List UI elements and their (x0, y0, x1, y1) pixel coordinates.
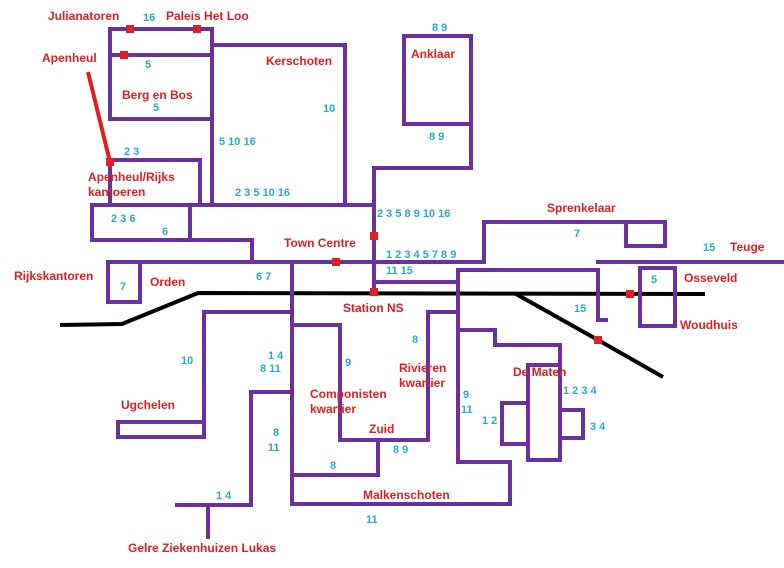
lines-1-4: 1 4 (268, 350, 284, 362)
lines-10-ugchelen: 10 (181, 355, 193, 367)
lines-2-3-6: 2 3 6 (111, 213, 135, 225)
lines-9-mid: 9 (463, 389, 469, 401)
stop-julianatoren[interactable] (126, 25, 134, 33)
route-de-maten-stem (456, 328, 562, 367)
railway-main (59, 290, 706, 327)
label-woudhuis: Woudhuis (680, 318, 738, 332)
lines-15-woudhuis: 15 (574, 303, 586, 315)
label-de-maten: De Maten (513, 365, 566, 379)
lines-5-a: 5 (145, 59, 151, 71)
lines-9-componisten: 9 (345, 357, 351, 369)
label-kerschoten: Kerschoten (266, 54, 332, 68)
lines-15-teuge: 15 (703, 242, 715, 254)
lines-89-top: 8 9 (432, 22, 447, 34)
apenheul-pointer (86, 71, 112, 163)
label-julianatoren: Julianatoren (48, 9, 119, 23)
route-ugchelen (116, 310, 294, 439)
label-apenheul-rijks-1: Apenheul/Rijks (88, 170, 175, 184)
lines-2-3-5-8-9-10-16: 2 3 5 8 9 10 16 (377, 208, 450, 220)
label-apenheul-rijks-2: kantoeren (88, 185, 145, 199)
lines-2-3: 2 3 (124, 146, 139, 158)
lines-1-2-3-4: 1 2 3 4 (563, 385, 598, 397)
stops (106, 25, 634, 344)
lines-8-11: 8 11 (260, 363, 281, 375)
label-rivieren-2: kwartier (399, 376, 445, 390)
stop-woudhuis[interactable] (594, 336, 602, 344)
stop-town-centre[interactable] (332, 258, 340, 266)
label-sprenkelaar: Sprenkelaar (547, 201, 616, 215)
route-de-maten-right (558, 408, 585, 440)
lines-8-rivieren: 8 (412, 334, 418, 346)
label-orden: Orden (150, 275, 185, 289)
lines-11-15: 11 15 (386, 265, 413, 277)
lines-89-anklaar: 8 9 (429, 131, 444, 143)
stop-osseveld[interactable] (626, 290, 634, 298)
label-anklaar: Anklaar (411, 47, 455, 61)
label-osseveld: Osseveld (684, 271, 737, 285)
route-236-loop (90, 203, 254, 264)
stop-apenheul[interactable] (120, 51, 128, 59)
label-malkenschoten: Malkenschoten (363, 488, 450, 502)
route-de-maten-left (500, 401, 530, 446)
route-kerschoten (210, 43, 347, 207)
label-paleis-het-loo: Paleis Het Loo (166, 9, 249, 23)
label-rivieren-1: Rivieren (399, 361, 446, 375)
label-berg-en-bos: Berg en Bos (122, 88, 193, 102)
route-rivieren-left (290, 310, 460, 442)
label-station-ns: Station NS (343, 301, 404, 315)
lines-3-4: 3 4 (590, 421, 606, 433)
lines-11-mid: 11 (461, 404, 473, 416)
route-sprenkelaar (372, 220, 667, 264)
route-osseveld-box (638, 266, 677, 328)
lines-1-4-bottom: 1 4 (216, 490, 232, 502)
label-apenheul: Apenheul (42, 51, 97, 65)
lines-5-osseveld: 5 (651, 274, 657, 286)
lines-8-left: 8 (273, 427, 279, 439)
stop-main-junction[interactable] (370, 232, 378, 240)
lines-1-2: 1 2 (482, 415, 497, 427)
route-rivieren (290, 260, 512, 506)
lines-11-bottom: 11 (366, 514, 378, 526)
lines-1-2-3-4-5-7-8-9: 1 2 3 4 5 7 8 9 (386, 249, 456, 261)
route-top-left-box (108, 27, 214, 121)
lines-11-left: 11 (268, 442, 280, 454)
lines-6-7: 6 7 (256, 271, 271, 283)
label-gelre: Gelre Ziekenhuizen Lukas (128, 541, 276, 555)
label-zuid: Zuid (369, 422, 394, 436)
label-ugchelen: Ugchelen (121, 398, 175, 412)
stop-station-ns[interactable] (370, 288, 378, 296)
route-zuid (290, 438, 380, 477)
label-teuge: Teuge (730, 240, 765, 254)
bus-routes (90, 27, 784, 539)
lines-16-top: 16 (143, 12, 155, 24)
label-rijkskantoren: Rijkskantoren (14, 269, 93, 283)
label-componisten-2: kwartier (310, 402, 356, 416)
lines-7-sprenkelaar: 7 (574, 228, 580, 240)
lines-5-b: 5 (153, 102, 159, 114)
stop-paleis-het-loo[interactable] (193, 25, 201, 33)
lines-8-9-zuid: 8 9 (393, 444, 408, 456)
lines-8-bottom: 8 (330, 460, 336, 472)
place-labels: Julianatoren Paleis Het Loo Apenheul Ber… (14, 9, 765, 555)
route-rijkskantoren-box (106, 260, 142, 304)
stop-apenheul-rijks[interactable] (106, 158, 114, 166)
lines-10-kerschoten: 10 (323, 103, 335, 115)
lines-5-10-16: 5 10 16 (219, 136, 256, 148)
label-town-centre: Town Centre (284, 236, 356, 250)
label-componisten-1: Componisten (310, 387, 387, 401)
line-number-labels: 16 5 5 8 9 8 9 10 5 10 16 2 3 2 3 5 10 1… (111, 12, 715, 526)
route-station-east (372, 268, 608, 322)
lines-7-rijks: 7 (120, 281, 126, 293)
route-anklaar-stem (372, 122, 473, 292)
route-de-maten-box (526, 363, 562, 462)
lines-6: 6 (162, 226, 168, 238)
route-gelre (175, 390, 294, 507)
lines-2-3-5-10-16: 2 3 5 10 16 (235, 187, 290, 199)
